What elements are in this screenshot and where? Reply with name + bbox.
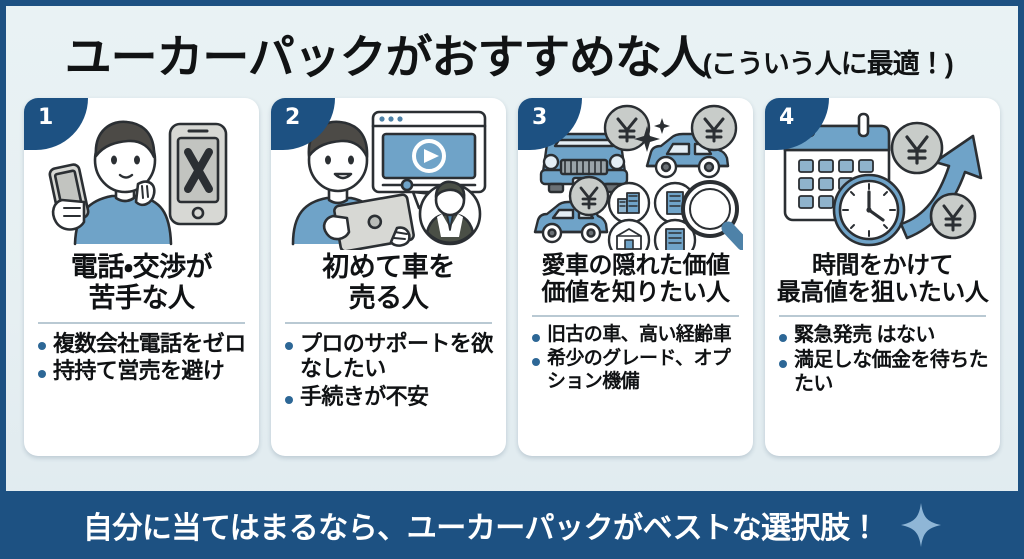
card-4-illustration: [765, 98, 1000, 250]
person-with-phone-x-icon: [48, 120, 227, 246]
infographic-canvas: ユーカーパックがおすすめな人 (こういう人に最適！) 1: [0, 6, 1024, 559]
card-2-bullet-1: プロのサポートを欲なしたい: [283, 331, 498, 383]
card-2-title-line-2: 売る人: [348, 282, 429, 313]
card-3-divider: [532, 314, 739, 317]
cars-yen-buildings-magnifier-icon: [533, 104, 743, 250]
card-2-title: 初めて車を 売る人: [271, 250, 506, 314]
page-header: ユーカーパックがおすすめな人 (こういう人に最適！): [6, 6, 1018, 98]
card-4-bullet-2: 満足しな価金を待ちたたい: [777, 349, 992, 396]
card-2-bullets: プロのサポートを欲なしたい 手続きが不安: [271, 324, 506, 456]
card-4-bullets: 緊急発売 はない 満足しな価金を待ちたたい: [765, 317, 1000, 456]
card-4-title: 時間をかけて 最高値を狙いたい人: [765, 250, 1000, 307]
card-1-title-line-2: 苦手な人: [88, 282, 196, 313]
card-3-illustration: [518, 98, 753, 250]
title-row: ユーカーパックがおすすめな人 (こういう人に最適！): [65, 21, 954, 87]
card-4-bullet-1: 緊急発売 はない: [777, 324, 992, 348]
card-2[interactable]: 2: [271, 98, 506, 456]
card-1-divider: [38, 321, 245, 324]
calendar-clock-yen-arrow-up-icon: [783, 112, 982, 247]
card-3-title: 愛車の隠れた価値 価値を知りたい人: [518, 250, 753, 307]
card-2-illustration: [271, 98, 506, 250]
sparkle-icon: [901, 503, 942, 547]
card-1-illustration: [24, 98, 259, 250]
card-1-bullets: 複数会社電話をゼロ 持持て営売を避け: [24, 324, 259, 456]
card-1[interactable]: 1: [24, 98, 259, 456]
page-title: ユーカーパックがおすすめな人: [64, 31, 708, 83]
card-1-title-line-1: 電話・交渉が: [70, 252, 213, 282]
card-3-title-line-2: 価値を知りたい人: [541, 279, 731, 307]
card-2-title-line-1: 初めて車を: [322, 252, 455, 282]
cards-row: 1: [6, 98, 1018, 481]
banner-text: 自分に当てはまるなら、ユーカーパックがベストな選択肢！: [82, 512, 880, 545]
person-tablet-video-support-icon: [291, 110, 486, 250]
card-4-title-line-1: 時間をかけて: [812, 252, 954, 279]
card-1-bullet-1: 複数会社電話をゼロ: [36, 331, 251, 357]
card-2-divider: [285, 321, 492, 324]
card-1-bullet-2: 持持て営売を避け: [36, 358, 251, 384]
card-3[interactable]: 3: [518, 98, 753, 456]
card-1-number-badge: 1: [24, 98, 88, 150]
page-subtitle: (こういう人に最適！): [702, 49, 954, 79]
card-3-bullet-1: 旧古の車、高い経齢車: [530, 324, 745, 346]
card-3-bullets: 旧古の車、高い経齢車 希少のグレード、オプション機備: [518, 317, 753, 456]
card-1-title: 電話・交渉が 苦手な人: [24, 250, 259, 314]
card-4-title-line-2: 最高値を狙いたい人: [776, 279, 989, 307]
bottom-banner: 自分に当てはまるなら、ユーカーパックがベストな選択肢！: [0, 491, 1024, 559]
card-4[interactable]: 4: [765, 98, 1000, 456]
card-3-bullet-2: 希少のグレード、オプション機備: [530, 348, 745, 393]
card-2-bullet-2: 手続きが不安: [283, 384, 498, 410]
card-4-divider: [779, 314, 986, 317]
card-3-title-line-1: 愛車の隠れた価値: [541, 252, 731, 279]
